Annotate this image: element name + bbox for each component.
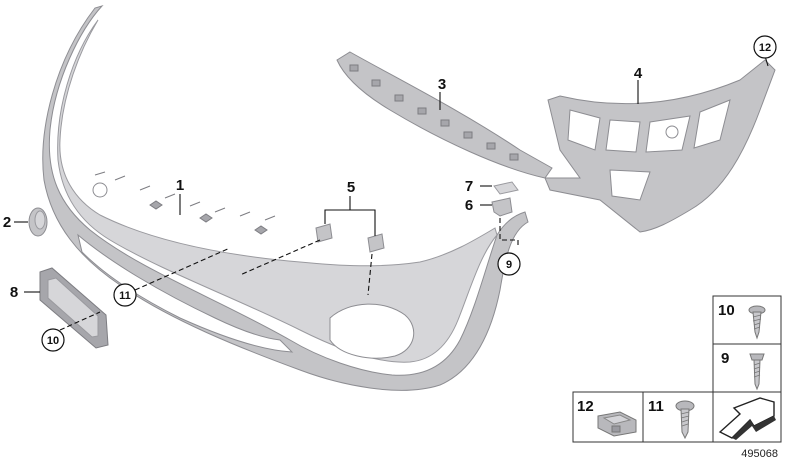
- table-label-10: 10: [718, 302, 735, 319]
- clip-nut-icon: [597, 411, 637, 437]
- callout-8: 8: [10, 284, 18, 301]
- fastener-table: 10 9 12 11: [572, 295, 782, 443]
- svg-text:5: 5: [347, 179, 355, 196]
- callout-6: 6: [465, 197, 473, 214]
- clip-left[interactable]: [315, 223, 333, 243]
- svg-text:8: 8: [10, 284, 18, 301]
- svg-text:7: 7: [465, 178, 473, 195]
- clip-right[interactable]: [367, 233, 385, 253]
- hex-screw-icon: [749, 353, 765, 391]
- table-label-12: 12: [577, 398, 594, 415]
- side-bracket[interactable]: [544, 59, 776, 233]
- callout-12-circle: 12: [753, 35, 777, 59]
- svg-text:10: 10: [47, 335, 59, 347]
- callout-4: 4: [634, 65, 643, 82]
- bracket-part-7[interactable]: [493, 181, 519, 195]
- svg-text:11: 11: [119, 290, 131, 302]
- callout-9-circle: 9: [497, 252, 521, 276]
- svg-text:6: 6: [465, 197, 473, 214]
- callout-2: 2: [3, 214, 11, 231]
- callout-11-circle: 11: [113, 283, 137, 307]
- bumper-carrier-strip[interactable]: [336, 51, 553, 179]
- table-label-11: 11: [648, 398, 664, 415]
- tow-hook-cover[interactable]: [28, 207, 48, 237]
- svg-text:9: 9: [506, 259, 512, 271]
- table-label-9: 9: [721, 350, 729, 367]
- diagram-number: 495068: [741, 448, 778, 460]
- svg-text:12: 12: [759, 42, 771, 54]
- license-plate-bracket[interactable]: [39, 267, 109, 349]
- front-bumper-panel[interactable]: [42, 5, 529, 391]
- svg-text:1: 1: [176, 177, 184, 194]
- bracket-part-6[interactable]: [491, 197, 513, 217]
- svg-text:3: 3: [438, 76, 446, 93]
- torx-screw-icon: [675, 400, 695, 440]
- direction-arrow-icon: [718, 397, 776, 440]
- callout-1: 1: [176, 177, 184, 194]
- callout-10-circle: 10: [41, 328, 65, 352]
- svg-text:4: 4: [634, 65, 643, 82]
- callout-5: 5: [347, 179, 355, 196]
- svg-text:2: 2: [3, 214, 11, 231]
- callout-7: 7: [465, 178, 473, 195]
- callout-3: 3: [438, 76, 446, 93]
- tapping-screw-icon: [748, 305, 766, 340]
